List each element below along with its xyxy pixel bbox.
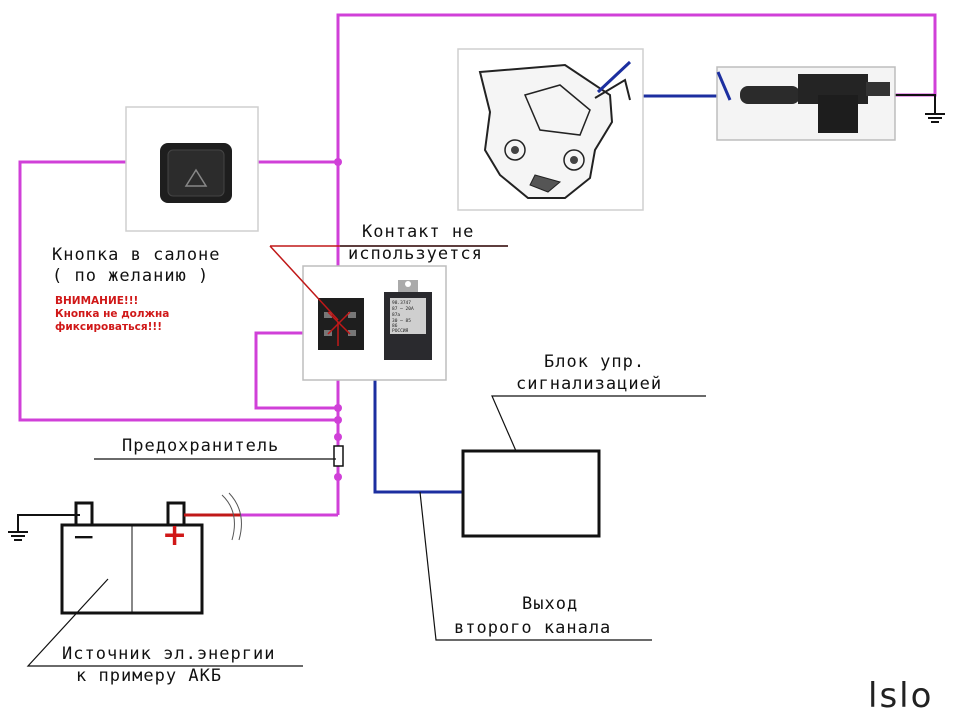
contact-label-line1: Контакт не	[362, 222, 475, 242]
contact-label-line2: используется	[348, 244, 483, 264]
battery-minus-sign: −	[72, 520, 96, 553]
ground-symbols	[8, 94, 945, 541]
alarm-unit-label-line1: Блок упр.	[544, 352, 646, 372]
svg-text:98.3747: 98.3747	[392, 300, 411, 306]
junction-dot	[334, 433, 342, 441]
battery	[60, 492, 242, 615]
source-label-line2: к примеру АКБ	[76, 666, 223, 686]
battery-terminal-minus	[74, 501, 94, 527]
svg-text:86: 86	[392, 323, 398, 329]
trunk-lock-drawing	[457, 48, 644, 211]
author-signature: lslo	[868, 676, 934, 716]
button-note-label: ( по желанию )	[52, 266, 210, 286]
source-label-line1: Источник эл.энергии	[62, 644, 276, 664]
power-wire-button-left-loop	[18, 160, 338, 422]
junction-dot	[334, 404, 342, 412]
wire-junctions	[334, 158, 342, 481]
output-label-line1: Выход	[522, 594, 579, 614]
warning-line3: фиксироваться!!!	[55, 321, 162, 333]
junction-dot	[334, 473, 342, 481]
junction-dot	[334, 158, 342, 166]
fuse-symbol	[333, 445, 344, 467]
relay-photo	[302, 265, 447, 381]
junction-dot	[334, 416, 342, 424]
warning-line1: ВНИМАНИЕ!!!	[55, 295, 139, 307]
battery-plus-sign: +	[162, 518, 188, 553]
door-lock-actuator-photo	[716, 66, 896, 141]
svg-text:30 ─ 85: 30 ─ 85	[392, 318, 411, 324]
svg-text:87 ─ 20А: 87 ─ 20А	[392, 306, 414, 312]
svg-text:87а: 87а	[392, 312, 400, 318]
hazard-triangle-icon	[184, 168, 208, 187]
leader-lines	[26, 245, 706, 667]
power-wire-relay-left-loop	[254, 331, 338, 410]
button-photo	[125, 106, 259, 232]
button-label: Кнопка в салоне	[52, 245, 221, 265]
signal-wire-relay-to-unit	[373, 345, 463, 494]
relay-markings: 98.3747 87 ─ 20А 87а 30 ─ 85 86 РОССИЯ	[392, 300, 414, 334]
fuse-label: Предохранитель	[122, 436, 280, 456]
alarm-unit-label-line2: сигнализацией	[516, 374, 663, 394]
wire-break-mark	[221, 492, 242, 541]
output-label-line2: второго канала	[454, 618, 612, 638]
warning-line2: Кнопка не должна	[55, 308, 170, 320]
svg-text:РОССИЯ: РОССИЯ	[392, 328, 409, 334]
alarm-control-unit-box	[461, 449, 601, 538]
